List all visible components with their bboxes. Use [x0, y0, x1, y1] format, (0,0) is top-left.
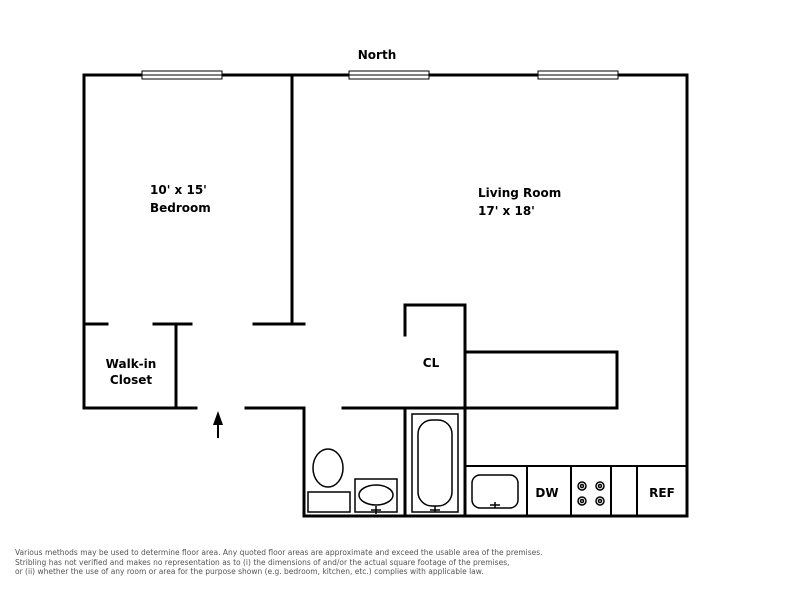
window-icon: [141, 70, 619, 80]
toilet-icon: [307, 448, 351, 513]
walk-in-closet-label: Walk-in: [106, 357, 157, 371]
bedroom-label: Bedroom: [150, 201, 211, 215]
disclaimer-line: or (ii) whether the use of any room or a…: [15, 567, 484, 576]
entry-arrow-icon: [213, 411, 223, 438]
living-room-dimensions: 17' x 18': [478, 204, 535, 218]
dishwasher-label: DW: [535, 486, 558, 500]
bedroom-dimensions: 10' x 15': [150, 183, 207, 197]
disclaimer: Various methods may be used to determine…: [15, 548, 775, 577]
bathroom-sink-icon: [354, 478, 398, 514]
disclaimer-line: Various methods may be used to determine…: [15, 548, 543, 557]
refrigerator-label: REF: [649, 486, 675, 500]
living-room-label: Living Room: [478, 186, 561, 200]
compass-north-label: North: [358, 48, 396, 62]
closet-label: CL: [423, 356, 440, 370]
walls: [82, 73, 689, 518]
kitchen-counter: [465, 465, 687, 516]
walk-in-closet-label-line2: Closet: [110, 373, 152, 387]
bathtub-icon: [411, 413, 459, 513]
kitchen-sink-icon: [471, 474, 519, 509]
disclaimer-line: Stribling has not verified and makes no …: [15, 557, 510, 567]
stove-burners-icon: [577, 481, 605, 506]
